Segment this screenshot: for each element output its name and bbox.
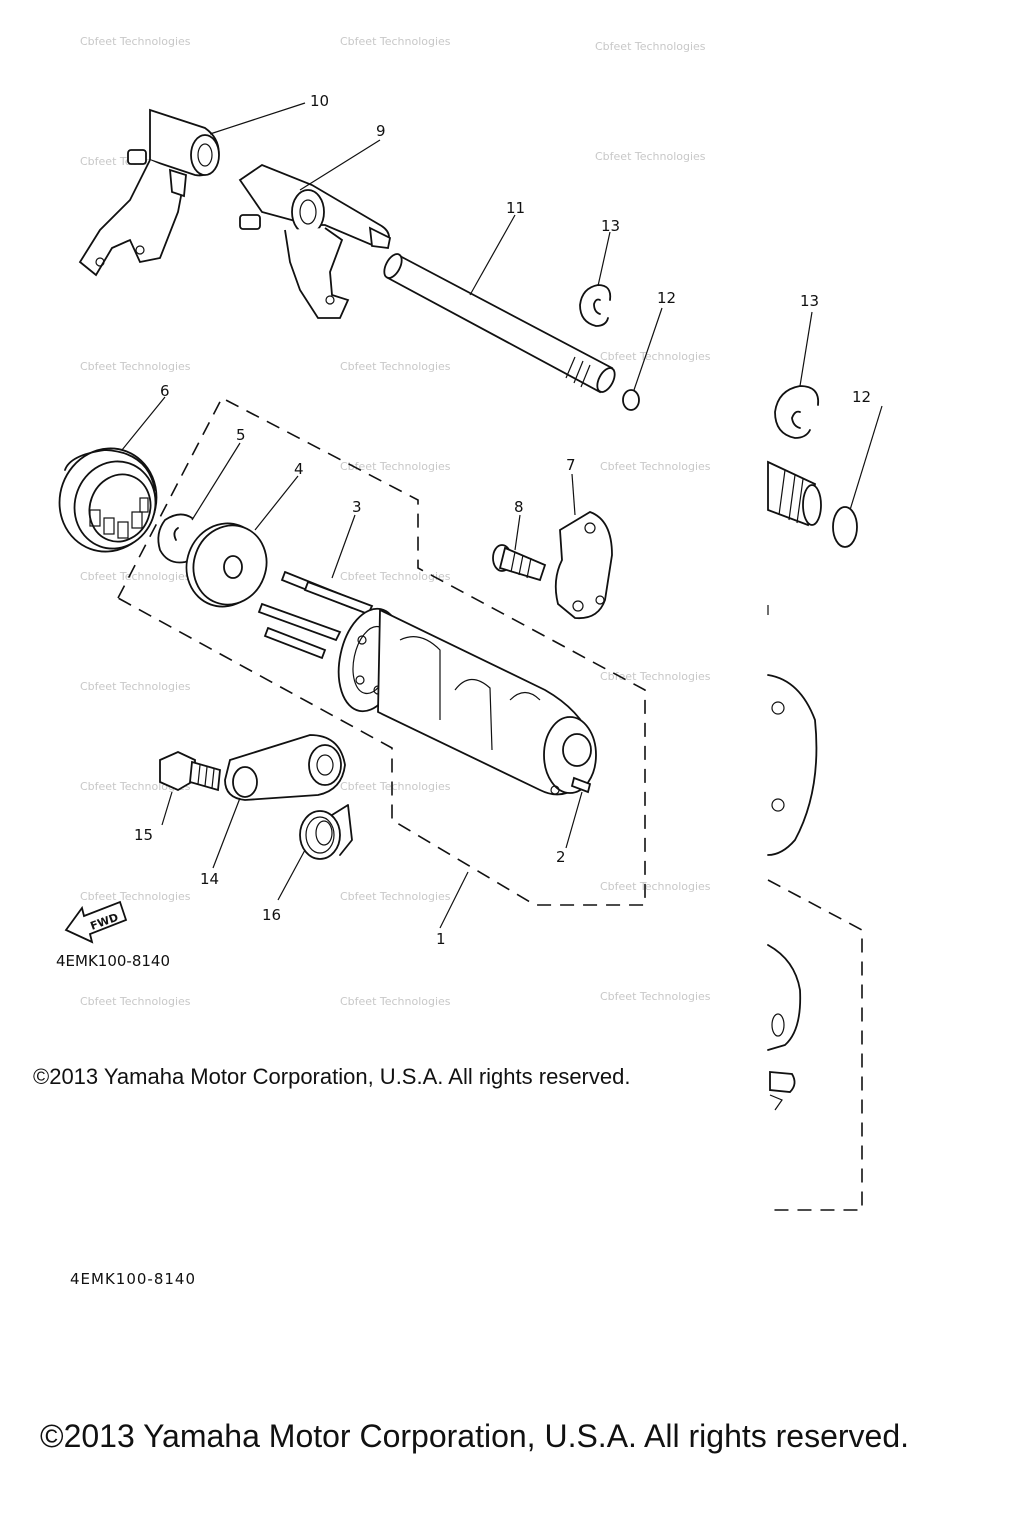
watermark: Cbfeet Technologies bbox=[80, 890, 191, 903]
callout-15: 15 bbox=[134, 826, 153, 844]
callout-5: 5 bbox=[236, 426, 246, 444]
callout-10: 10 bbox=[310, 92, 329, 110]
stopper-lever-14 bbox=[224, 734, 346, 801]
callout-3: 3 bbox=[352, 498, 362, 516]
screw-8 bbox=[492, 544, 547, 582]
watermark: Cbfeet Technologies bbox=[340, 360, 451, 373]
callout-16: 16 bbox=[262, 906, 281, 924]
inset-callout-12: 12 bbox=[852, 388, 871, 406]
watermark: Cbfeet Technologies bbox=[595, 40, 706, 53]
shift-drum-1 bbox=[337, 607, 597, 796]
watermark: Cbfeet Technologies bbox=[80, 995, 191, 1008]
watermark: Cbfeet Technologies bbox=[600, 880, 711, 893]
spring-16 bbox=[299, 804, 353, 860]
shift-fork-9 bbox=[238, 163, 392, 319]
fwd-arrow-icon: FWD bbox=[64, 900, 128, 944]
callout-11: 11 bbox=[506, 199, 525, 217]
callout-12: 12 bbox=[657, 289, 676, 307]
watermark: Cbfeet Technologies bbox=[595, 150, 706, 163]
pin-2 bbox=[570, 776, 592, 794]
copyright-footer: ©2013 Yamaha Motor Corporation, U.S.A. A… bbox=[40, 1418, 910, 1454]
segment-plate-7 bbox=[554, 511, 613, 620]
shift-fork-10 bbox=[78, 108, 220, 277]
watermark: Cbfeet Technologies bbox=[340, 570, 451, 583]
guide-bar-11 bbox=[383, 253, 616, 394]
callout-8: 8 bbox=[514, 498, 524, 516]
watermark: Cbfeet Technologies bbox=[340, 780, 451, 793]
callout-labels: 10 9 11 13 12 6 5 4 3 7 8 15 14 16 2 1 bbox=[134, 92, 676, 948]
watermark: Cbfeet Technologies bbox=[80, 35, 191, 48]
inset-plate bbox=[767, 674, 818, 856]
inset-pin bbox=[769, 1071, 796, 1093]
watermark: Cbfeet Technologies bbox=[600, 990, 711, 1003]
inset-drum bbox=[767, 944, 802, 1051]
watermark: Cbfeet Technologies bbox=[340, 35, 451, 48]
circlip-13 bbox=[579, 284, 612, 327]
callout-7: 7 bbox=[566, 456, 576, 474]
watermark: Cbfeet Technologies bbox=[600, 350, 711, 363]
leader-lines bbox=[121, 102, 663, 929]
inset-circlip bbox=[774, 385, 820, 439]
copyright-inline: ©2013 Yamaha Motor Corporation, U.S.A. A… bbox=[33, 1064, 631, 1089]
callout-6: 6 bbox=[160, 382, 170, 400]
bolt-15 bbox=[159, 751, 221, 792]
watermark: Cbfeet Technologies bbox=[340, 995, 451, 1008]
watermark: Cbfeet Technologies bbox=[340, 890, 451, 903]
callout-4: 4 bbox=[294, 460, 304, 478]
callout-2: 2 bbox=[556, 848, 566, 866]
watermark: Cbfeet Technologies bbox=[80, 360, 191, 373]
inset-dashed-outline bbox=[767, 879, 863, 1211]
assembly-outline bbox=[117, 396, 646, 906]
callout-1: 1 bbox=[436, 930, 446, 948]
drawing-code: 4EMK100-8140 bbox=[56, 952, 170, 970]
watermark: Cbfeet Technologies bbox=[600, 670, 711, 683]
inset-washer bbox=[832, 506, 858, 548]
drawing-code-cropped: 4EMK100-8140 bbox=[70, 1270, 197, 1288]
circlip-5 bbox=[157, 513, 193, 564]
callout-14: 14 bbox=[200, 870, 219, 888]
watermark: Cbfeet Technologies bbox=[80, 570, 191, 583]
inset-callout-13: 13 bbox=[800, 292, 819, 310]
watermark: Cbfeet Technologies bbox=[80, 680, 191, 693]
washer-12 bbox=[622, 389, 640, 411]
washer-4 bbox=[185, 522, 268, 608]
watermark: Cbfeet Technologies bbox=[340, 460, 451, 473]
callout-13: 13 bbox=[601, 217, 620, 235]
bearing-6 bbox=[58, 447, 158, 553]
callout-9: 9 bbox=[376, 122, 386, 140]
enlarged-inset: 13 12 bbox=[767, 292, 883, 1211]
watermark: Cbfeet Technologies bbox=[600, 460, 711, 473]
